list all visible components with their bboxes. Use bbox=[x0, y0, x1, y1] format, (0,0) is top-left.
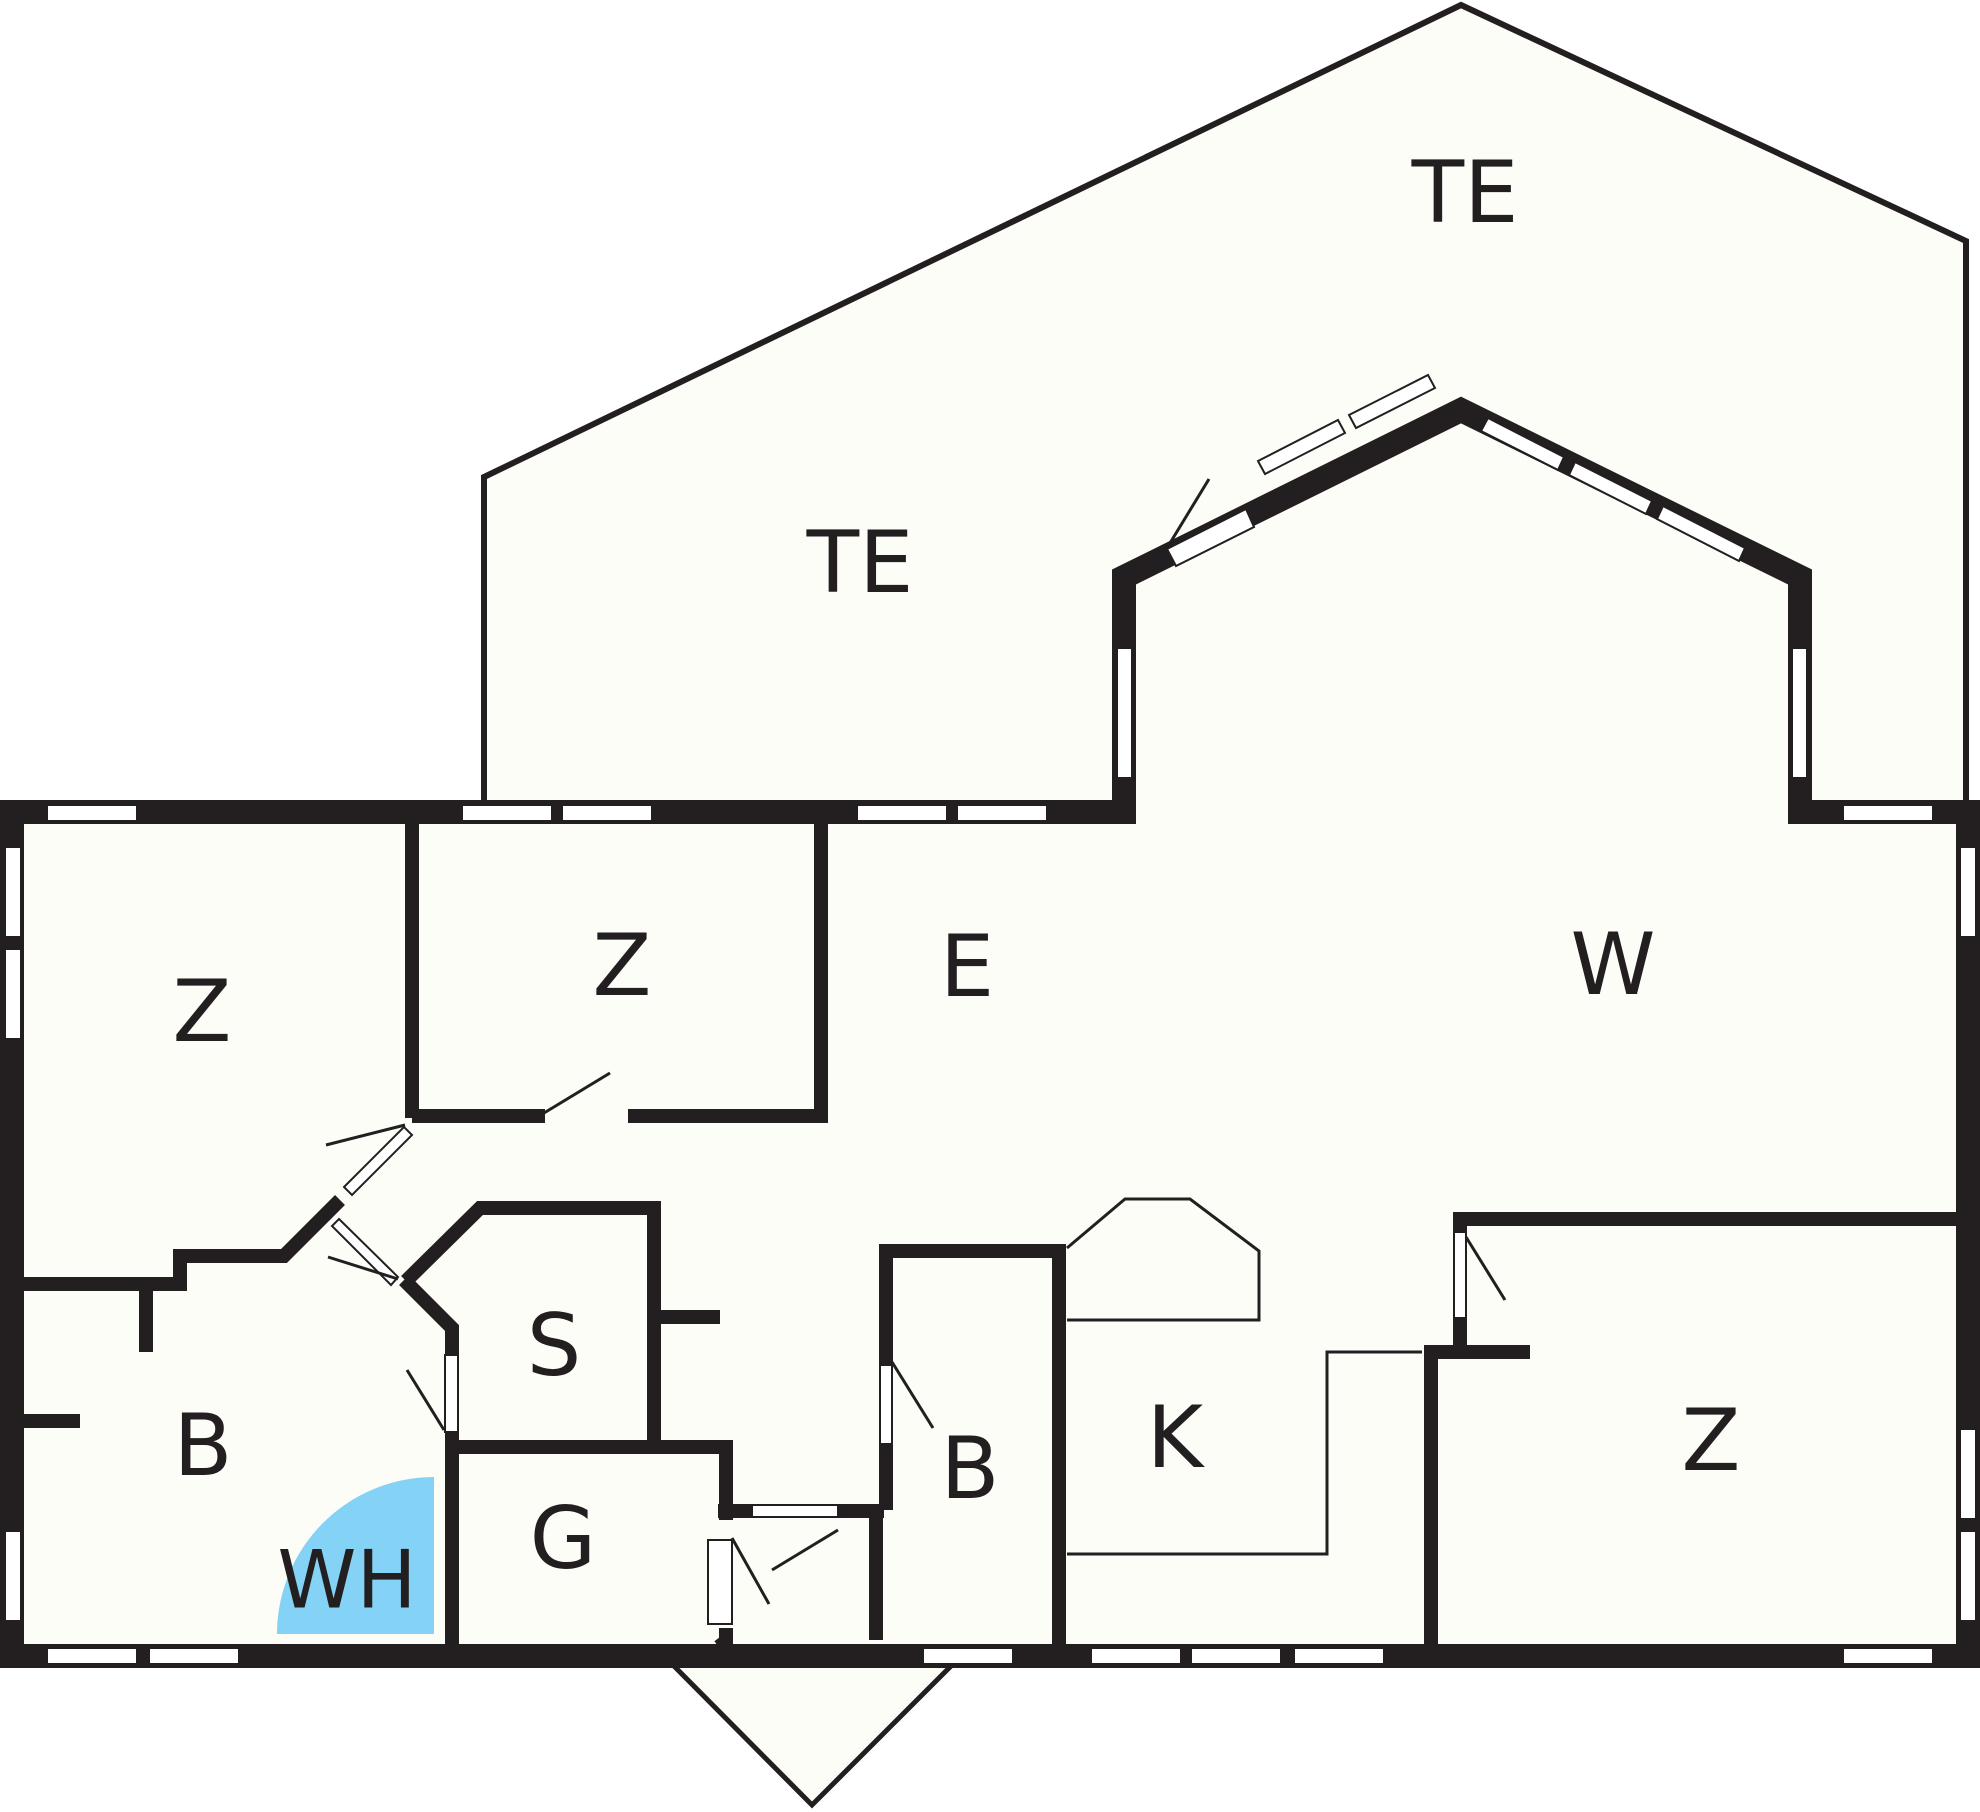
storage-label: S bbox=[527, 1296, 582, 1396]
terrace-lower-label: TE bbox=[806, 513, 914, 613]
toilet-label: G bbox=[530, 1489, 597, 1589]
bedroom-bottom-right-label: Z bbox=[1682, 1391, 1741, 1491]
bathroom-middle-label: B bbox=[941, 1419, 1000, 1519]
terrace-upper-label: TE bbox=[1411, 143, 1519, 243]
entrance-porch bbox=[663, 1659, 962, 1809]
living-room-label: W bbox=[1570, 915, 1655, 1015]
bedroom-top-left-label: Z bbox=[173, 962, 232, 1062]
whirlpool-tub bbox=[277, 1477, 434, 1634]
doors bbox=[330, 507, 1467, 1625]
door-swings bbox=[325, 478, 1507, 1605]
kitchen-counters bbox=[1066, 1197, 1422, 1556]
windows bbox=[4, 373, 1977, 1665]
bathroom-left-label: B bbox=[174, 1396, 233, 1496]
whirlpool-label: WH bbox=[277, 1534, 416, 1627]
dining-area-label: E bbox=[940, 917, 994, 1017]
kitchen-label: K bbox=[1147, 1388, 1206, 1488]
interior-walls bbox=[20, 820, 1960, 1650]
bedroom-top-middle-label: Z bbox=[593, 916, 652, 1016]
building-footprint bbox=[12, 405, 1968, 1656]
